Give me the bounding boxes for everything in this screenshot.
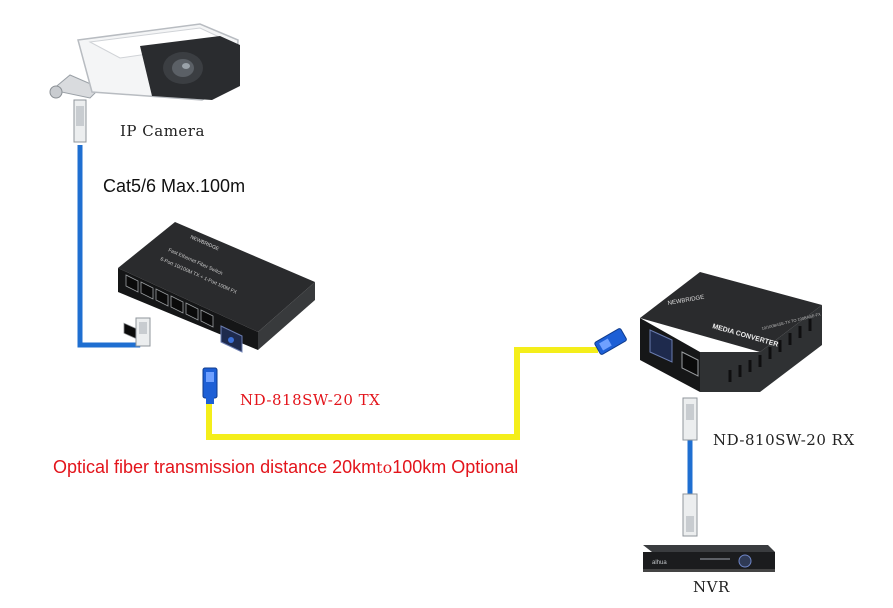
- switch-ports: [125, 274, 214, 328]
- nvr-brand: alhua: [652, 560, 667, 566]
- tx-label: ND-818SW-20 TX: [240, 391, 381, 409]
- nvr-label: NVR: [693, 578, 730, 596]
- converter-vents: [728, 319, 812, 382]
- rj45-plug-switch: [135, 317, 151, 347]
- fiber-note-part3: 100km Optional: [392, 457, 519, 477]
- rj45-plug-nvr: [682, 493, 698, 537]
- camera-icon: [49, 23, 240, 101]
- rx-label: ND-810SW-20 RX: [713, 431, 855, 449]
- fiber-switch-icon: NEWBRIDGE Fast Ethernet Fiber Switch 6-P…: [118, 222, 315, 353]
- fiber-distance-note: Optical fiber transmission distance 20km…: [53, 457, 518, 478]
- fiber-note-part1: Optical fiber transmission distance 20km: [53, 457, 377, 477]
- rj45-plug-camera: [73, 99, 87, 143]
- cable-length-label: Cat5/6 Max.100m: [103, 176, 246, 196]
- rj45-plug-converter: [682, 397, 698, 441]
- media-converter-icon: NEWBRIDGE MEDIA CONVERTER 10/100BASE-TX …: [640, 272, 822, 392]
- fiber-cable: [206, 347, 598, 440]
- sc-connector-rx: [594, 328, 627, 355]
- sc-connector-tx: [202, 367, 218, 404]
- ip-camera-label: IP Camera: [120, 122, 205, 140]
- nvr-icon: alhua: [643, 545, 775, 572]
- fiber-note-part2: to: [376, 458, 393, 477]
